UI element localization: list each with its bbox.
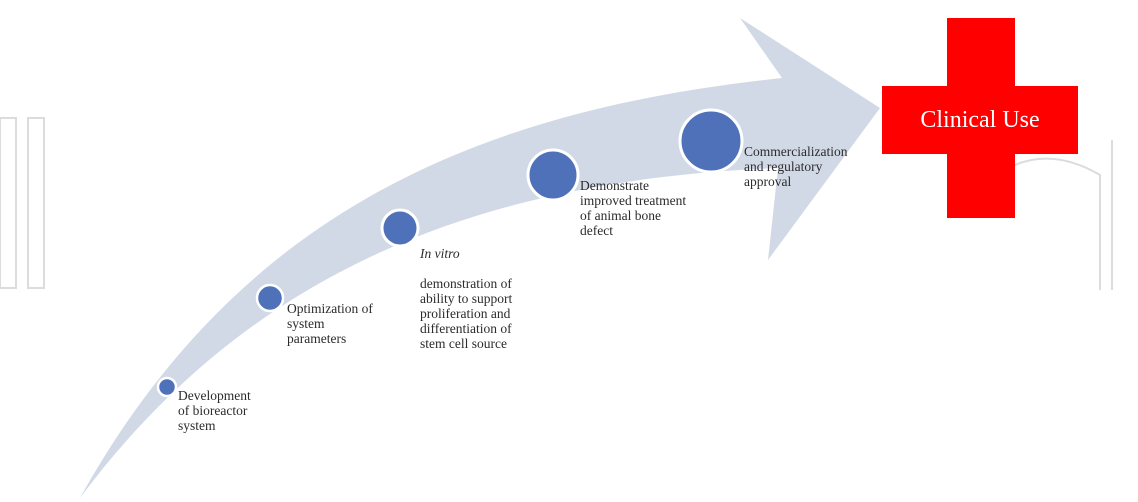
- step-3-label-italic: In vitro: [420, 246, 460, 261]
- step-1-marker: [156, 376, 178, 398]
- step-2-marker: [255, 283, 285, 313]
- step-5-marker: [678, 108, 744, 174]
- step-1-label: Development of bioreactor system: [178, 388, 251, 433]
- step-4-label: Demonstrate improved treatment of animal…: [580, 178, 687, 238]
- step-3-marker: [380, 208, 420, 248]
- step-3-label-text: demonstration of ability to support prol…: [420, 276, 513, 351]
- step-3-label: In vitro demonstration of ability to sup…: [420, 231, 512, 351]
- step-5-label: Commercialization and regulatory approva…: [744, 144, 848, 189]
- clinical-cross-icon: [882, 18, 1078, 218]
- clinical-use-label: Clinical Use: [920, 106, 1040, 133]
- step-2-label: Optimization of system parameters: [287, 301, 373, 346]
- step-4-marker: [526, 148, 580, 202]
